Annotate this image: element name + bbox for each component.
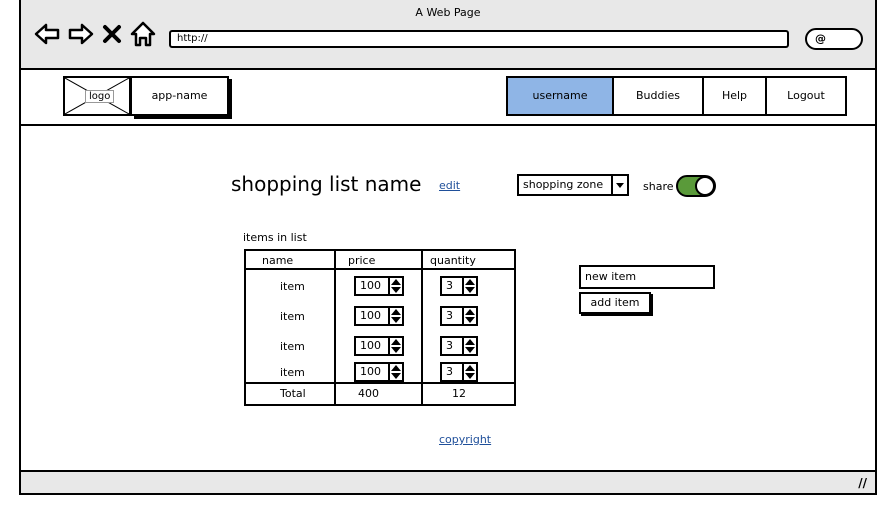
up-down-arrows-icon[interactable] [462, 308, 476, 324]
items-label: items in list [243, 231, 307, 244]
forward-arrow-icon[interactable] [67, 20, 95, 48]
up-down-arrows-icon[interactable] [388, 364, 402, 380]
logo-label: logo [85, 90, 115, 103]
browser-search-box[interactable]: @ [805, 28, 863, 50]
header-name: name [262, 254, 294, 267]
price-value: 100 [360, 309, 381, 322]
column-divider [421, 251, 423, 404]
quantity-stepper[interactable]: 3 [440, 306, 478, 326]
price-stepper[interactable]: 100 [354, 362, 404, 382]
search-icon: @ [815, 32, 826, 45]
page-title: shopping list name [231, 172, 422, 196]
price-stepper[interactable]: 100 [354, 306, 404, 326]
app-header: logo app-name username Buddies Help Logo… [21, 70, 875, 126]
shopping-zone-select[interactable]: shopping zone [517, 174, 629, 196]
app-name: app-name [131, 76, 229, 116]
share-label: share [643, 180, 674, 193]
stop-icon[interactable] [101, 20, 123, 48]
window-title: A Web Page [415, 6, 481, 19]
url-bar[interactable]: http:// [169, 30, 789, 48]
up-down-arrows-icon[interactable] [388, 338, 402, 354]
price-value: 100 [360, 279, 381, 292]
chevron-down-icon[interactable] [611, 176, 627, 194]
price-stepper[interactable]: 100 [354, 276, 404, 296]
new-item-input[interactable]: new item [579, 265, 715, 289]
up-down-arrows-icon[interactable] [462, 338, 476, 354]
share-toggle[interactable] [676, 175, 716, 197]
header-quantity: quantity [430, 254, 476, 267]
add-item-button[interactable]: add item [579, 292, 651, 314]
copyright-link[interactable]: copyright [439, 433, 492, 446]
price-value: 100 [360, 339, 381, 352]
quantity-value: 3 [446, 365, 453, 378]
home-icon[interactable] [129, 20, 157, 48]
total-quantity: 12 [452, 387, 466, 400]
header-price: price [348, 254, 376, 267]
nav-help[interactable]: Help [702, 76, 767, 116]
column-divider [334, 251, 336, 404]
toggle-knob [695, 176, 715, 196]
quantity-stepper[interactable]: 3 [440, 362, 478, 382]
up-down-arrows-icon[interactable] [388, 308, 402, 324]
total-divider [246, 382, 514, 384]
price-value: 100 [360, 365, 381, 378]
row-item-name: item [280, 366, 305, 379]
total-label: Total [280, 387, 306, 400]
top-nav: username Buddies Help Logout [506, 76, 847, 116]
row-item-name: item [280, 340, 305, 353]
browser-statusbar: // [21, 470, 875, 493]
row-item-name: item [280, 310, 305, 323]
shopping-zone-value: shopping zone [523, 178, 604, 191]
logo-placeholder: logo [63, 76, 131, 116]
quantity-value: 3 [446, 309, 453, 322]
quantity-value: 3 [446, 339, 453, 352]
browser-nav-icons [33, 20, 157, 48]
items-table: name price quantity item 100 3 item 100 … [244, 249, 516, 406]
browser-titlebar: A Web Page http:// @ [21, 0, 875, 70]
header-divider [246, 268, 514, 270]
up-down-arrows-icon[interactable] [388, 278, 402, 294]
back-arrow-icon[interactable] [33, 20, 61, 48]
up-down-arrows-icon[interactable] [462, 364, 476, 380]
quantity-stepper[interactable]: 3 [440, 336, 478, 356]
resize-grip-icon[interactable]: // [858, 476, 867, 490]
price-stepper[interactable]: 100 [354, 336, 404, 356]
quantity-value: 3 [446, 279, 453, 292]
nav-username[interactable]: username [506, 76, 614, 116]
quantity-stepper[interactable]: 3 [440, 276, 478, 296]
nav-buddies[interactable]: Buddies [612, 76, 704, 116]
browser-window: A Web Page http:// @ logo app-name [19, 0, 877, 495]
up-down-arrows-icon[interactable] [462, 278, 476, 294]
edit-link[interactable]: edit [439, 179, 461, 192]
nav-logout[interactable]: Logout [765, 76, 847, 116]
total-price: 400 [358, 387, 379, 400]
row-item-name: item [280, 280, 305, 293]
